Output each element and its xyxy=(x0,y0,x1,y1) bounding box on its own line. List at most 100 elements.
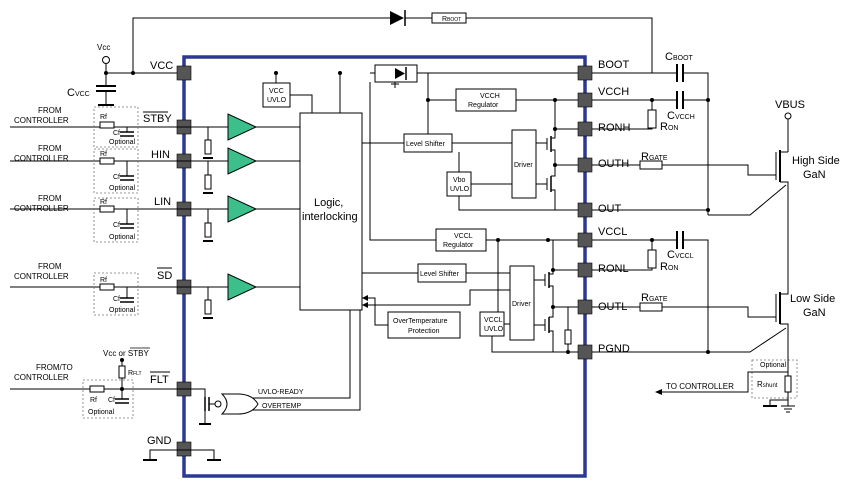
svg-text:Regulator: Regulator xyxy=(443,242,474,249)
high-side-gan-2: GaN xyxy=(803,169,826,181)
shunt-optional-box xyxy=(751,359,798,399)
schmitt-buffer-stby xyxy=(227,113,258,141)
pin-sd: SD xyxy=(157,270,172,282)
svg-text:Optional: Optional xyxy=(88,409,115,416)
pin-ronl: RONL xyxy=(598,263,629,275)
r-shunt-label: Rshunt xyxy=(757,380,778,389)
from-controller-stby-2: CONTROLLER xyxy=(14,116,69,125)
vcc-or-stby-label: Vcc or STBY xyxy=(103,349,149,358)
right-pins: BOOT VCCH RONH OUTH OUT VCCL RONL OUTL P… xyxy=(577,59,630,360)
logic-interlocking-block xyxy=(299,112,363,311)
overtemp-signal-label: OVERTEMP xyxy=(262,403,301,410)
pin-pad-gnd xyxy=(176,441,192,457)
c-boot-label: CBOOT xyxy=(665,51,694,63)
svg-text:Rf: Rf xyxy=(100,151,107,158)
input-filters: FROM CONTROLLER Rf Cf Optional FROM CONT… xyxy=(10,106,184,419)
r-on-high-label: RON xyxy=(660,121,678,133)
svg-text:UVLO: UVLO xyxy=(484,326,504,333)
pin-gnd: GND xyxy=(147,435,172,447)
pin-pgnd: PGND xyxy=(598,343,630,355)
boot-path: RBOOT xyxy=(132,10,653,73)
vbus-label: VBUS xyxy=(775,99,805,111)
driver-low xyxy=(509,265,535,341)
vcc-supply-network: Vcc CVCC xyxy=(67,43,184,106)
from-controller-lin-1: FROM xyxy=(38,194,62,203)
low-side-gan-1: Low Side xyxy=(790,293,835,305)
svg-text:Driver: Driver xyxy=(514,162,533,169)
flt-filter-box xyxy=(82,379,134,419)
from-to-controller-1: FROM/TO xyxy=(36,363,73,372)
logic-label-2: interlocking xyxy=(302,211,358,223)
pin-flt: FLT xyxy=(150,374,169,386)
from-controller-sd-1: FROM xyxy=(38,262,62,271)
pin-lin: LIN xyxy=(154,196,171,208)
svg-text:VCCH: VCCH xyxy=(480,93,500,100)
lin-filter-box xyxy=(93,197,139,243)
svg-text:Optional: Optional xyxy=(109,234,136,241)
overtemp-and-fault: OverTemperature Protection UVLO-READY OV… xyxy=(184,289,510,425)
c-vcc-label: CVCC xyxy=(67,87,90,99)
svg-text:Vbo: Vbo xyxy=(453,177,466,184)
svg-text:Protection: Protection xyxy=(408,328,440,335)
svg-text:Rf: Rf xyxy=(100,114,107,121)
c-vccl-label: CVCCL xyxy=(667,249,694,261)
pin-boot: BOOT xyxy=(598,59,629,71)
to-controller-label: TO CONTROLLER xyxy=(666,382,734,391)
stby-filter-box xyxy=(93,106,139,148)
svg-text:Level Shifter: Level Shifter xyxy=(420,271,460,278)
r-gate-low-label: RGATE xyxy=(641,292,668,304)
schmitt-buffers xyxy=(184,113,300,319)
sd-filter-box xyxy=(93,272,139,316)
high-side-gan-1: High Side xyxy=(792,155,840,167)
svg-text:VCC: VCC xyxy=(269,88,284,95)
pin-vcch: VCCH xyxy=(598,86,629,98)
svg-text:RFLT: RFLT xyxy=(128,370,142,377)
driver-high xyxy=(511,129,537,199)
svg-text:Optional: Optional xyxy=(109,139,136,146)
pin-outh: OUTH xyxy=(598,158,629,170)
pin-stby: STBY xyxy=(143,113,172,125)
schmitt-buffer-hin xyxy=(227,147,258,175)
vcc-source-label: Vcc xyxy=(97,43,110,52)
pin-pad-ronh xyxy=(577,121,593,137)
svg-text:Cf: Cf xyxy=(113,222,120,229)
svg-text:Cf: Cf xyxy=(113,296,120,303)
logic-label-1: Logic, xyxy=(314,197,343,209)
from-controller-hin-1: FROM xyxy=(38,144,62,153)
svg-text:Rf: Rf xyxy=(100,199,107,206)
from-to-controller-2: CONTROLLER xyxy=(14,373,69,382)
from-controller-sd-2: CONTROLLER xyxy=(14,272,69,281)
pin-out: OUT xyxy=(598,203,622,215)
svg-text:VCCL: VCCL xyxy=(454,233,473,240)
svg-text:UVLO: UVLO xyxy=(267,97,287,104)
from-controller-stby-1: FROM xyxy=(38,106,62,115)
pin-hin: HIN xyxy=(151,149,170,161)
pin-pad-outl xyxy=(577,299,593,315)
boot-diode-symbol xyxy=(390,11,404,25)
vcc-uvlo-block: VCC UVLO xyxy=(262,71,313,115)
svg-text:Regulator: Regulator xyxy=(468,102,499,109)
svg-text:UVLO: UVLO xyxy=(450,186,470,193)
pin-vcc: VCC xyxy=(150,60,173,72)
low-side-gan-2: GaN xyxy=(803,307,826,319)
hin-filter-box xyxy=(93,148,139,194)
uvlo-ready-label: UVLO-READY xyxy=(258,389,304,396)
r-shunt-resistor xyxy=(784,375,792,393)
svg-text:Rf: Rf xyxy=(100,277,107,284)
svg-text:Optional: Optional xyxy=(109,307,136,314)
pin-pad-vcch xyxy=(577,92,593,108)
svg-text:Level Shifter: Level Shifter xyxy=(406,141,446,148)
pin-vccl: VCCL xyxy=(598,226,627,238)
schmitt-buffer-sd xyxy=(227,273,258,301)
internal-boot-diode xyxy=(370,64,585,88)
low-side-channel: VCCL Regulator Level Shifter VCCL UVLO D… xyxy=(362,82,585,354)
pin-ronh: RONH xyxy=(598,122,630,134)
c-vcch-label: CVCCH xyxy=(667,110,695,122)
pin-pad-pgnd xyxy=(577,344,593,360)
from-controller-hin-2: CONTROLLER xyxy=(14,154,69,163)
svg-text:Cf: Cf xyxy=(113,130,120,137)
pin-pad-boot xyxy=(577,65,593,81)
schmitt-buffer-lin xyxy=(227,195,258,223)
gnd-external xyxy=(143,449,221,461)
right-external-network: CBOOT CVCCH RON RGATE VBUS High Side GaN xyxy=(592,51,840,413)
